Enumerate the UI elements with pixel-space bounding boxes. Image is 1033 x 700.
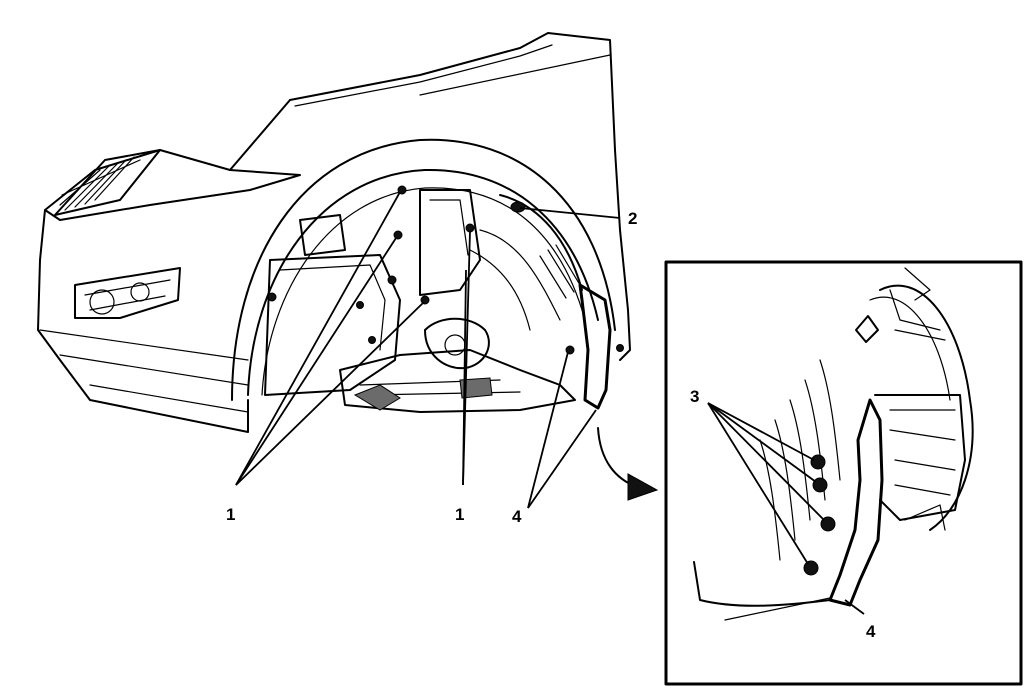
grille bbox=[54, 149, 161, 216]
fastener-1g bbox=[267, 292, 277, 302]
callout-4-main: 4 bbox=[512, 507, 522, 526]
detail-frame bbox=[664, 260, 1023, 686]
detail-splash-shield bbox=[828, 398, 884, 607]
leader-lines-detail bbox=[707, 402, 865, 615]
fog-lamp bbox=[74, 267, 181, 319]
wheelhouse-internals bbox=[264, 189, 576, 413]
hood-crease bbox=[294, 44, 553, 107]
callout-2: 2 bbox=[628, 209, 637, 228]
detail-inset: 3 4 bbox=[664, 260, 1023, 686]
fasteners-main bbox=[267, 185, 624, 355]
fastener-1i bbox=[368, 336, 376, 344]
bumper-lower-line bbox=[39, 329, 249, 361]
callout-4-detail: 4 bbox=[866, 622, 876, 641]
splash-shield bbox=[578, 283, 612, 410]
bumper-lower-line-3 bbox=[89, 384, 249, 413]
detail-arrow bbox=[597, 427, 659, 501]
detail-fastener-c bbox=[820, 516, 836, 532]
fastener-2 bbox=[510, 201, 526, 213]
fender-outline bbox=[289, 32, 631, 361]
hood-edge bbox=[229, 99, 291, 171]
detail-fastener-d bbox=[803, 560, 819, 576]
bumper-lower-line-2 bbox=[59, 354, 249, 386]
detail-fastener-b bbox=[812, 477, 828, 493]
fastener-1c bbox=[387, 275, 397, 285]
splash-shield-ribs bbox=[539, 244, 581, 299]
fastener-1j bbox=[616, 344, 624, 352]
detail-fastener-a bbox=[810, 454, 826, 470]
fastener-1e bbox=[465, 223, 475, 233]
fastener-1b bbox=[393, 230, 403, 240]
leader-lines-main bbox=[235, 191, 621, 509]
fender-crease bbox=[419, 54, 611, 96]
callout-1-center: 1 bbox=[455, 505, 464, 524]
fasteners-detail bbox=[803, 454, 836, 576]
wheel-arch-outer bbox=[231, 138, 616, 401]
callout-3: 3 bbox=[690, 387, 699, 406]
callout-1-left: 1 bbox=[226, 505, 235, 524]
bumper-body bbox=[37, 209, 249, 433]
wheel-arch-inner bbox=[247, 168, 599, 396]
wheel-arch-lip bbox=[261, 187, 586, 396]
fastener-1h bbox=[356, 301, 364, 309]
bumper-top bbox=[44, 149, 301, 221]
fender-liner-edge bbox=[499, 194, 583, 291]
vehicle-front-illustration bbox=[37, 32, 631, 433]
